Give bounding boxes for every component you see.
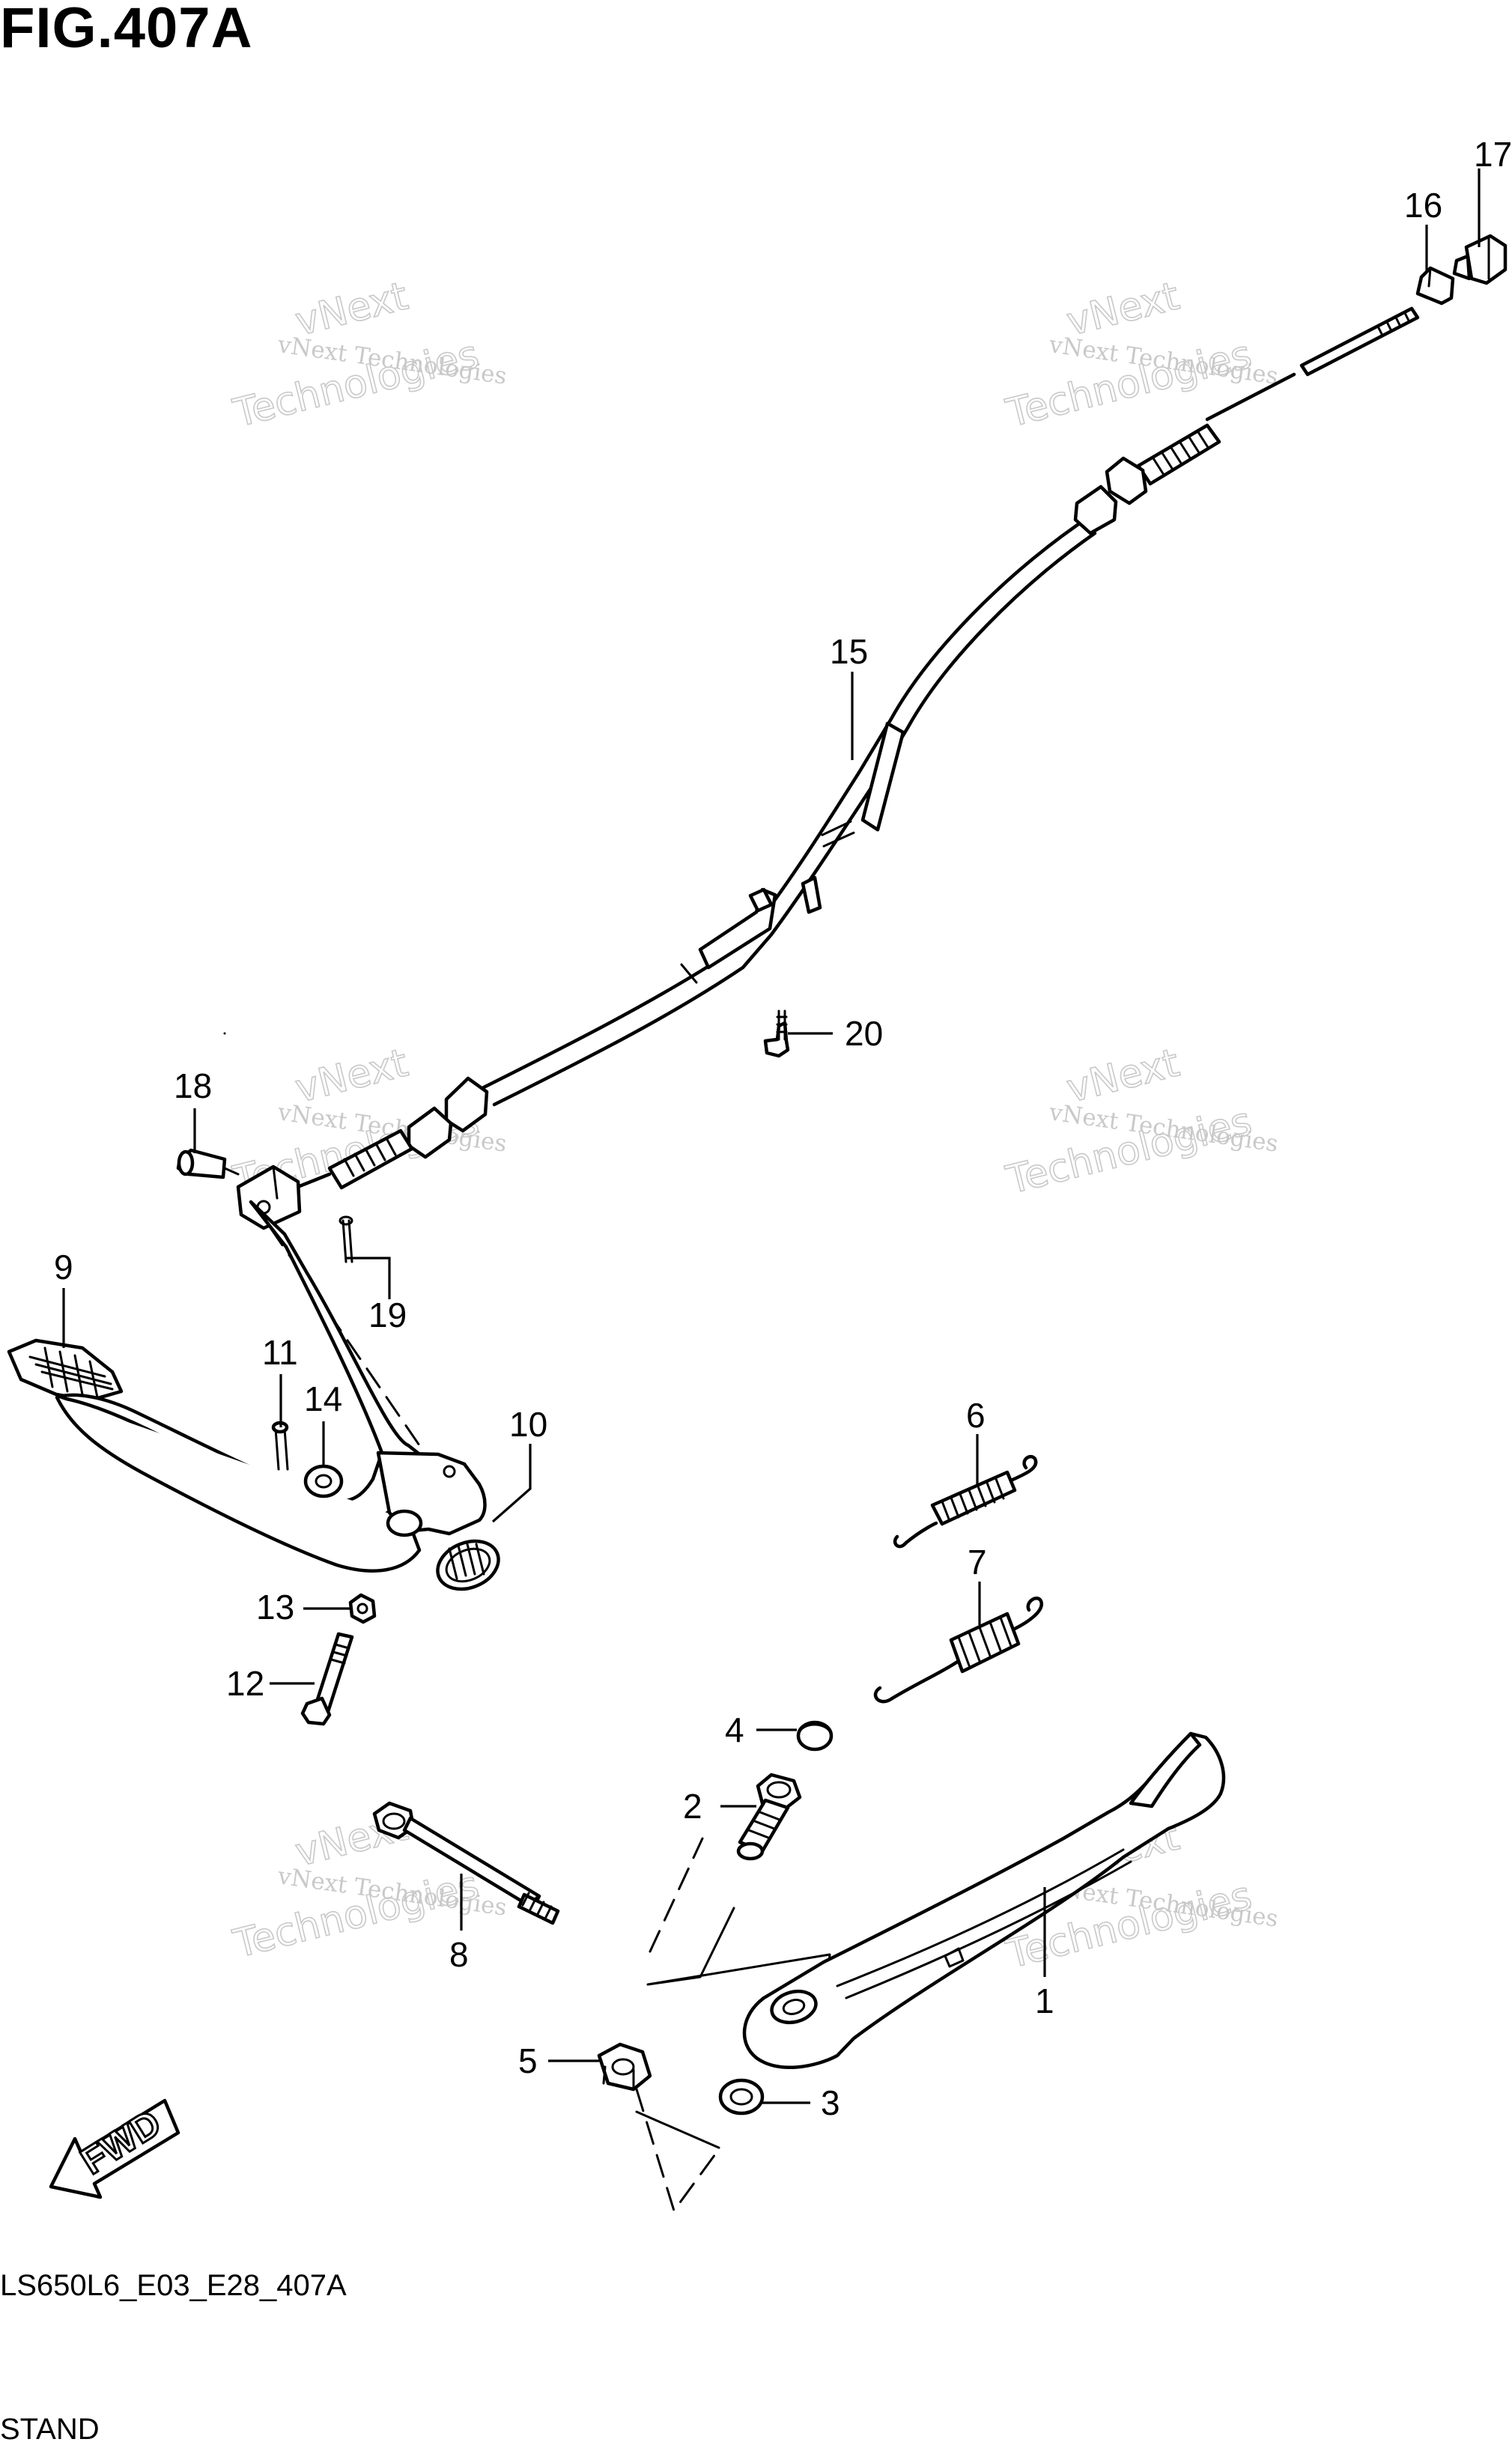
part-11-pin — [271, 1421, 289, 1471]
callout-17: 17 — [1474, 135, 1512, 174]
leader-lines — [62, 168, 1481, 2104]
assembly-lines — [223, 1032, 831, 2212]
callout-1: 1 — [1035, 1981, 1054, 2020]
part-7-spring — [873, 1597, 1043, 1704]
callout-7: 7 — [968, 1543, 987, 1582]
callout-20: 20 — [845, 1014, 883, 1053]
part-8-bolt — [372, 1801, 560, 1925]
callout-8: 8 — [449, 1935, 469, 1974]
watermark-text: vNext — [1063, 1041, 1184, 1112]
callout-5: 5 — [518, 2041, 538, 2080]
watermark-top-right: vNext Technologies vNext Technologies — [1001, 273, 1280, 437]
part-18-pin — [176, 1148, 240, 1179]
figure-code: LS650L6_E03_E28_407A — [0, 2269, 347, 2302]
part-17-nut — [1452, 234, 1508, 285]
callout-10: 10 — [509, 1405, 547, 1444]
watermark-top-left: vNext Technologies vNext Technologies — [228, 273, 508, 437]
callout-2: 2 — [683, 1787, 702, 1826]
part-14-washer — [303, 1464, 344, 1498]
watermark-text: vNext — [1063, 274, 1184, 345]
watermark-text: vNext — [291, 1041, 413, 1112]
part-12-bolt — [300, 1632, 354, 1726]
watermark-mid-right: vNext Technologies vNext Technologies — [1001, 1040, 1280, 1204]
callout-14: 14 — [304, 1379, 342, 1418]
callout-9: 9 — [54, 1248, 73, 1287]
part-4-cap — [796, 1720, 834, 1752]
part-19-cotter-pin — [338, 1215, 353, 1263]
watermark-text: vNext — [291, 274, 413, 345]
callout-3: 3 — [821, 2083, 840, 2122]
callout-11: 11 — [262, 1333, 298, 1372]
figure-name: STAND — [0, 2413, 100, 2446]
part-2-bolt — [736, 1773, 802, 1861]
callout-19: 19 — [368, 1296, 407, 1334]
callout-15: 15 — [830, 632, 868, 671]
part-16-joint — [1415, 266, 1455, 306]
callout-numbers: 17 16 15 20 18 19 9 11 14 10 13 12 6 7 4… — [54, 135, 1512, 2122]
part-10-brake-pedal — [55, 1200, 500, 1591]
part-6-spring — [893, 1454, 1038, 1549]
callout-6: 6 — [966, 1396, 986, 1435]
part-1-side-stand — [742, 1731, 1226, 2069]
figure-title: FIG.407A — [0, 0, 253, 60]
callout-4: 4 — [725, 1710, 744, 1749]
callout-18: 18 — [174, 1066, 212, 1105]
part-9-pedal-pad — [7, 1338, 124, 1403]
forward-arrow: FWD — [49, 2098, 180, 2199]
callout-12: 12 — [226, 1664, 264, 1703]
callout-13: 13 — [256, 1588, 294, 1627]
part-20-bolt — [763, 1009, 790, 1058]
callout-16: 16 — [1404, 186, 1442, 225]
watermark-group: vNext Technologies vNext Technologies vN… — [228, 273, 1280, 1978]
part-3-washer — [718, 2078, 765, 2116]
part-15-cable — [236, 306, 1420, 1230]
part-13-nut — [348, 1593, 377, 1624]
part-5-nut — [597, 2042, 652, 2092]
